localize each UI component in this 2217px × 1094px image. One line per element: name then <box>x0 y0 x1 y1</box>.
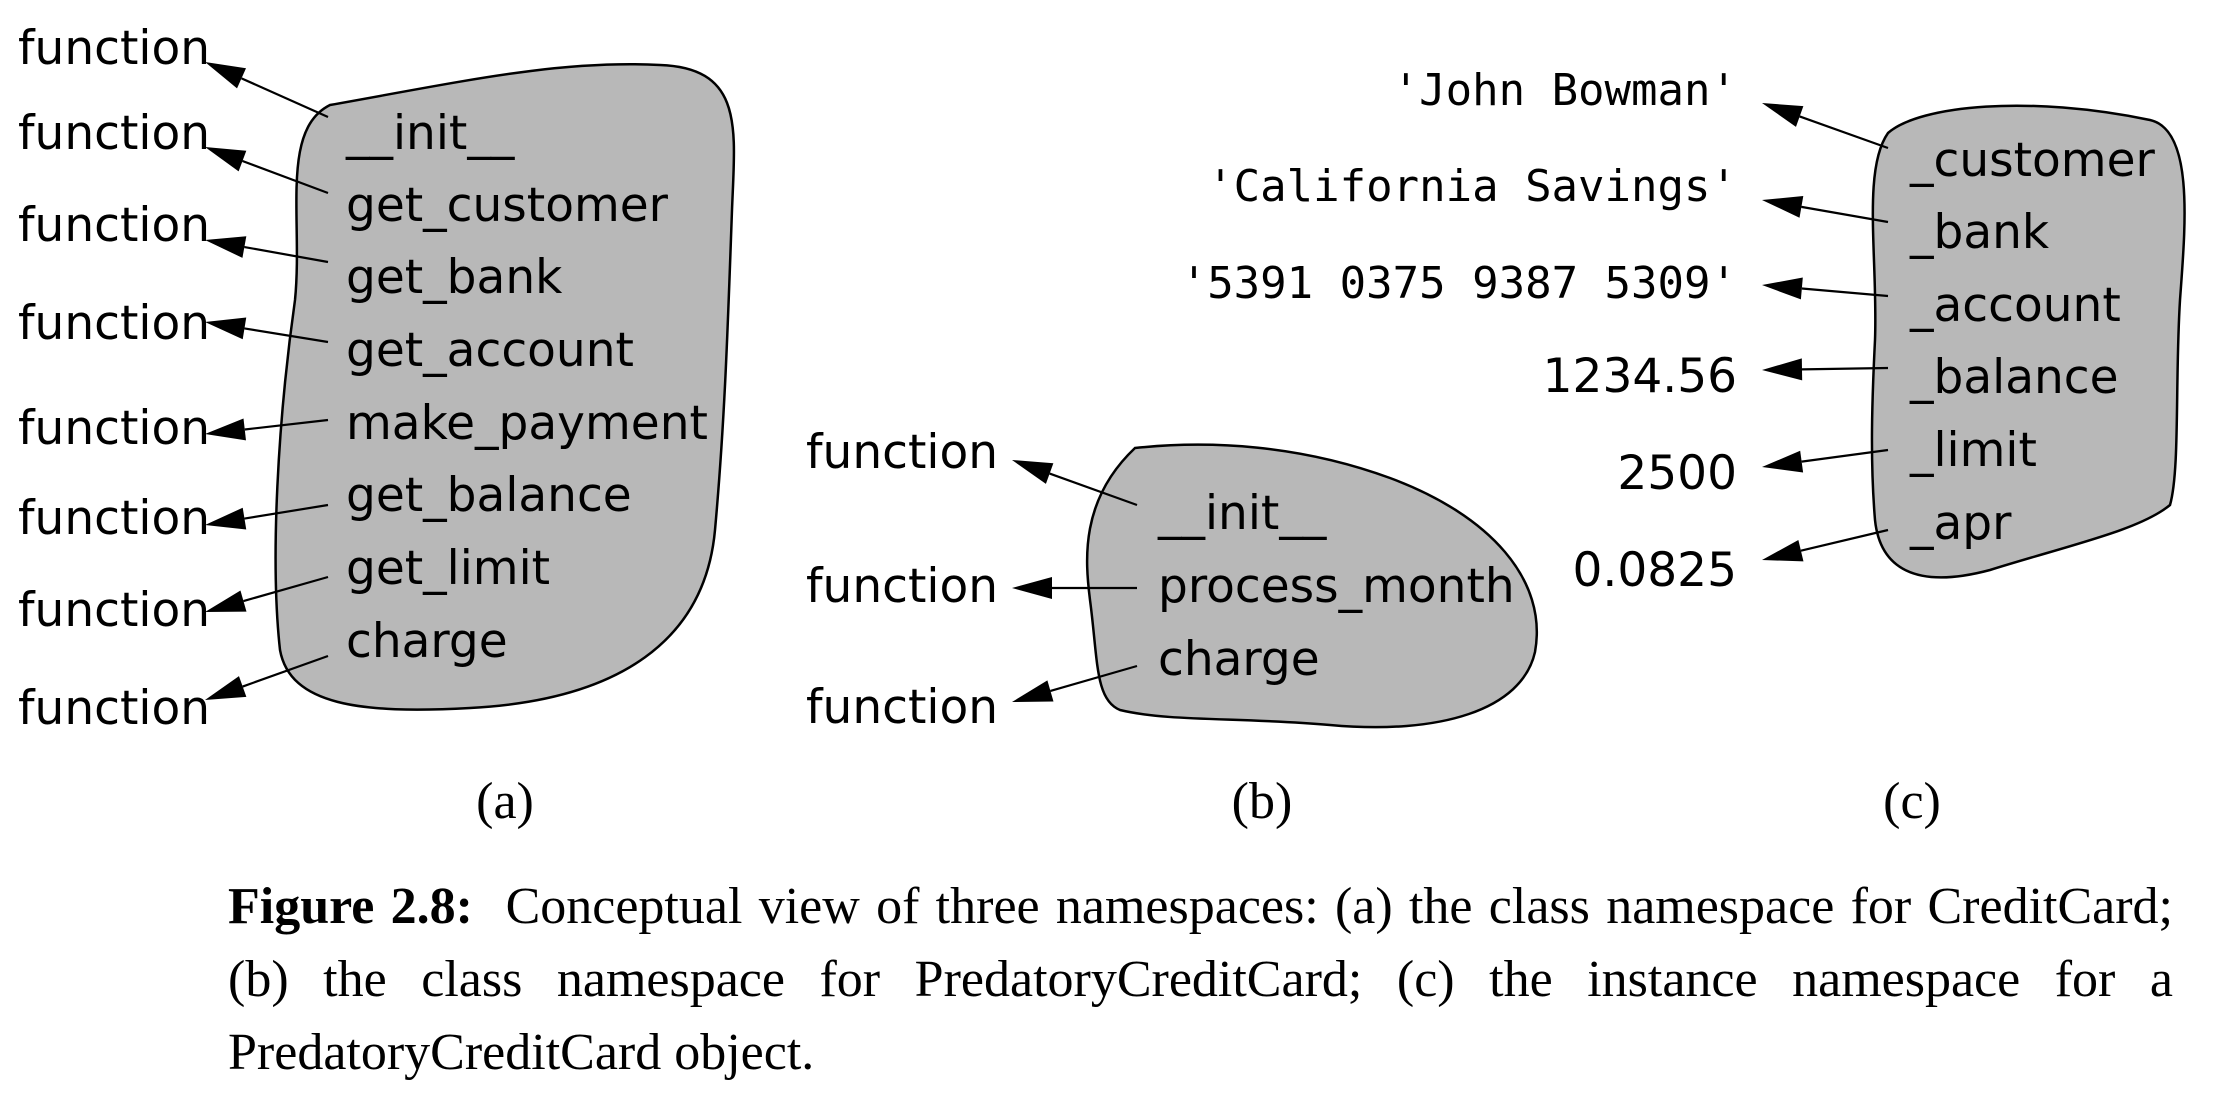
panel-c-value-4: 2500 <box>1617 446 1737 501</box>
panel-a: function function function function function… <box>18 21 708 736</box>
panel-a-name-1: get_customer <box>346 178 669 233</box>
panel-b-name-2: charge <box>1158 632 1320 687</box>
panel-c-arrow-4 <box>1762 448 1889 473</box>
panel-a-target-6: function <box>18 583 210 638</box>
panel-a-target-3: function <box>18 296 210 351</box>
panel-c-arrow-1 <box>1762 196 1889 224</box>
panel-b-target-1: function <box>806 559 998 614</box>
panel-a-name-5: get_balance <box>346 468 632 523</box>
namespace-a-blob <box>274 62 736 711</box>
panel-c-name-4: _limit <box>1909 423 2037 478</box>
panel-a-target-4: function <box>18 401 210 456</box>
panel-a-arrow-7 <box>205 654 329 700</box>
panel-a-name-2: get_bank <box>346 250 563 305</box>
panel-b-target-2: function <box>806 680 998 735</box>
panel-a-target-5: function <box>18 491 210 546</box>
panel-a-name-7: charge <box>346 614 508 669</box>
panel-c: 'John Bowman' 'California Savings' '5391 0… <box>1181 65 2156 598</box>
panel-a-target-1: function <box>18 106 210 161</box>
panel-a-arrow-0 <box>205 62 329 119</box>
panel-b-arrow-0 <box>1012 460 1138 507</box>
panel-b-target-0: function <box>806 425 998 480</box>
panel-c-name-0: _customer <box>1909 133 2155 188</box>
panel-c-value-1: 'California Savings' <box>1207 161 1737 212</box>
figure-caption: Figure 2.8: Conceptual view of three nam… <box>228 870 2173 1089</box>
panel-b-label: (b) <box>1232 773 1293 830</box>
panel-c-value-2: '5391 0375 9387 5309' <box>1181 258 1737 309</box>
panel-a-target-7: function <box>18 681 210 736</box>
caption-text: Conceptual view of three namespaces: (a)… <box>228 878 2174 1081</box>
panel-a-label: (a) <box>476 773 534 830</box>
panel-a-target-2: function <box>18 198 210 253</box>
panel-b: function function function __init__ process_… <box>806 425 1515 735</box>
panel-a-name-6: get_limit <box>346 541 550 596</box>
panel-a-arrow-2 <box>205 236 329 264</box>
panel-c-label: (c) <box>1883 773 1941 830</box>
caption-label: Figure 2.8: <box>228 878 473 935</box>
panel-c-name-5: _apr <box>1909 496 2012 551</box>
panel-a-arrow-4 <box>205 418 329 441</box>
panel-a-arrow-5 <box>205 503 329 530</box>
panel-a-arrow-3 <box>205 317 329 344</box>
panel-a-name-0: __init__ <box>345 106 515 161</box>
namespace-b-blob <box>1085 443 1538 729</box>
panel-c-arrow-2 <box>1762 277 1889 300</box>
panel-a-arrow-6 <box>205 575 329 612</box>
panel-c-arrow-0 <box>1762 103 1889 150</box>
panel-b-arrow-1 <box>1012 577 1137 599</box>
panel-c-value-5: 0.0825 <box>1573 543 1737 598</box>
panel-c-arrow-3 <box>1762 358 1889 381</box>
panel-b-name-1: process_month <box>1158 559 1515 614</box>
panel-a-name-4: make_payment <box>346 396 708 451</box>
panel-b-arrow-2 <box>1012 664 1138 702</box>
panel-c-name-1: _bank <box>1909 205 2050 260</box>
panel-c-name-2: _account <box>1909 278 2121 333</box>
panel-a-name-3: get_account <box>346 323 634 378</box>
panel-c-value-0: 'John Bowman' <box>1393 65 1737 116</box>
panel-c-name-3: _balance <box>1909 350 2119 405</box>
panel-a-target-0: function <box>18 21 210 76</box>
panel-c-arrow-5 <box>1762 528 1889 562</box>
panel-c-value-3: 1234.56 <box>1543 349 1737 404</box>
panel-b-name-0: __init__ <box>1157 486 1327 541</box>
namespace-c-blob <box>1870 104 2186 579</box>
panel-a-arrow-1 <box>205 147 329 195</box>
